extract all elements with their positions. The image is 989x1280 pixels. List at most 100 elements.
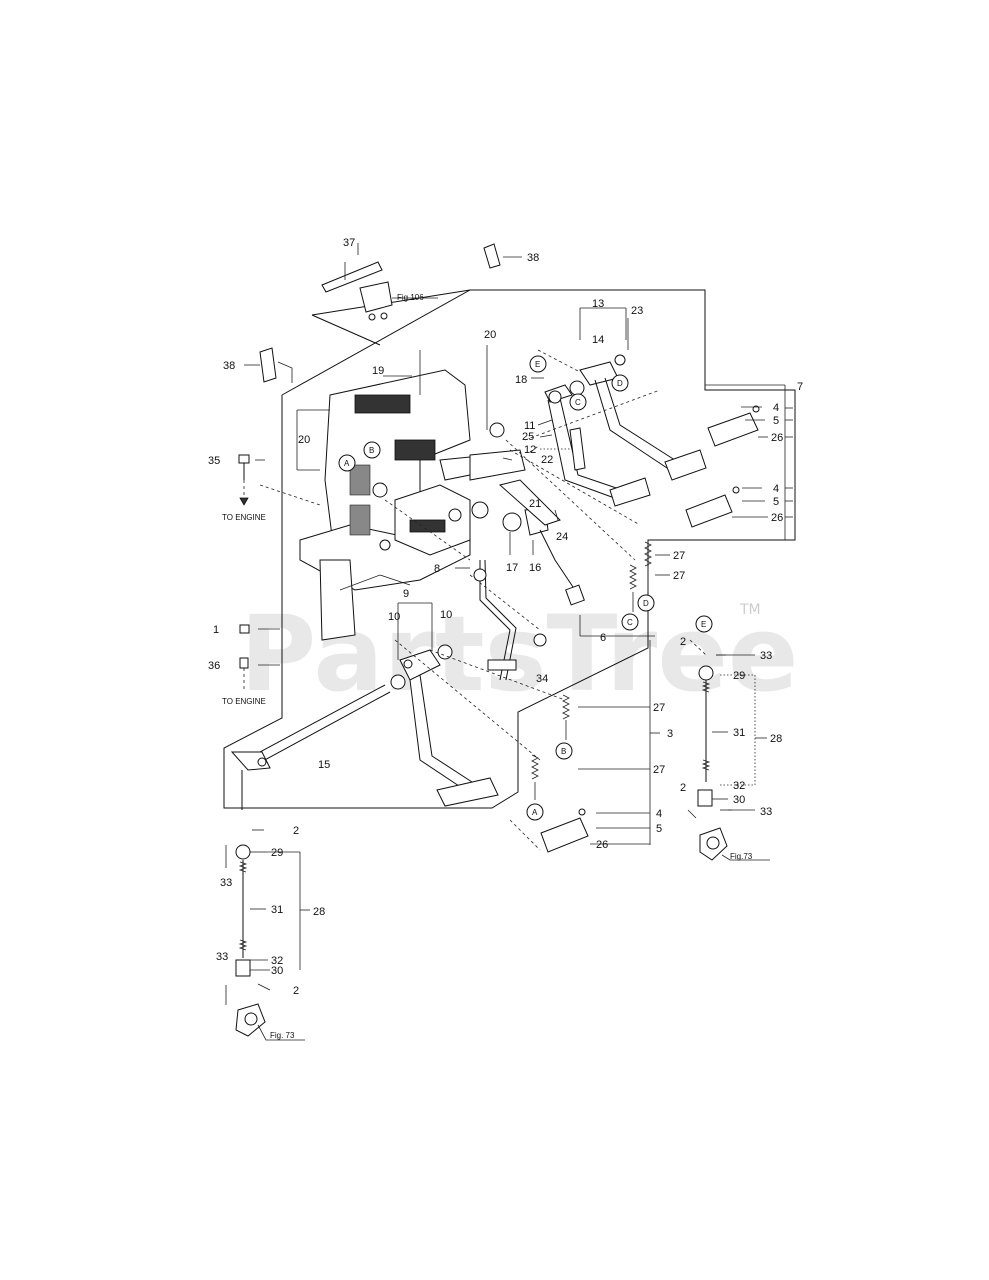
callout-33-left-top: 33 [220, 877, 232, 889]
callout-2-left-low: 2 [293, 985, 299, 997]
callout-33-right-low: 33 [760, 806, 772, 818]
callout-27-b: 27 [673, 570, 685, 582]
callout-27-d: 27 [653, 764, 665, 776]
svg-text:D: D [643, 599, 649, 608]
callout-34: 34 [536, 673, 548, 685]
ref-circle-A2: A [526, 803, 544, 821]
pedal-rod-8 [473, 559, 517, 681]
callout-31-left: 31 [271, 904, 283, 916]
callout-33-left-low: 33 [216, 951, 228, 963]
callout-5-low: 5 [656, 823, 662, 835]
pedal-pair-upper [544, 354, 707, 507]
callout-13: 13 [592, 298, 604, 310]
callout-4-low: 4 [656, 808, 662, 820]
callout-38-left: 38 [223, 360, 235, 372]
callout-11: 11 [524, 420, 535, 432]
brake-pedal-lower [390, 644, 499, 807]
svg-text:C: C [575, 398, 581, 407]
callout-28-left: 28 [313, 906, 325, 918]
callout-2-right-top: 2 [680, 636, 686, 648]
callout-30-left: 30 [271, 965, 283, 977]
callout-10-right: 10 [440, 609, 452, 621]
callout-3: 3 [667, 728, 673, 740]
callout-32-right: 32 [733, 780, 745, 792]
svg-text:A: A [344, 459, 350, 468]
bracket-37 [321, 261, 393, 321]
callout-19: 19 [372, 365, 384, 377]
callout-2-right-low: 2 [680, 782, 686, 794]
pedal-bracket-frame [299, 369, 526, 641]
bolts [238, 454, 250, 690]
grip-38-left [259, 347, 277, 383]
callout-10-left: 10 [388, 611, 400, 623]
callout-7: 7 [797, 381, 803, 393]
callout-9: 9 [403, 588, 409, 600]
leader-lines [244, 243, 793, 1041]
ref-circle-D1: D [611, 374, 629, 392]
callout-2-left-top: 2 [293, 825, 299, 837]
fig106-label: Fig.106 [397, 293, 424, 302]
callout-37: 37 [343, 237, 355, 249]
callout-32-left: 32 [271, 955, 283, 967]
ref-circle-C2: C [621, 613, 639, 631]
callout-5-mid: 5 [773, 496, 779, 508]
callout-24: 24 [556, 531, 568, 543]
callout-26-top: 26 [771, 432, 783, 444]
callout-23: 23 [631, 305, 643, 317]
pedal-pads-26 [540, 405, 760, 853]
callout-33-right-top: 33 [760, 650, 772, 662]
shaft-15 [230, 684, 391, 810]
callout-38-top: 38 [527, 252, 539, 264]
callout-4-mid: 4 [773, 483, 779, 495]
linkage-28-left [225, 829, 271, 1037]
callout-36: 36 [208, 660, 220, 672]
svg-text:B: B [561, 747, 566, 756]
callout-22: 22 [541, 454, 553, 466]
callout-16: 16 [529, 562, 541, 574]
ref-circle-A1: A [338, 454, 356, 472]
callout-26-low: 26 [596, 839, 608, 851]
callout-30-right: 30 [733, 794, 745, 806]
ref-circle-B1: B [363, 441, 381, 459]
callout-4-top: 4 [773, 402, 779, 414]
ref-circle-D2: D [637, 594, 655, 612]
callout-27-c: 27 [653, 702, 665, 714]
callout-14: 14 [592, 334, 604, 346]
lever-16-17 [498, 479, 585, 606]
callout-26-mid: 26 [771, 512, 783, 524]
callout-20-left: 20 [298, 434, 310, 446]
callout-17: 17 [506, 562, 518, 574]
ref-circle-E2: E [695, 615, 713, 633]
ref-circle-E1: E [529, 355, 547, 373]
to-engine-label-2: TO ENGINE [222, 697, 266, 706]
svg-text:C: C [627, 618, 633, 627]
ref-circle-B2: B [555, 742, 573, 760]
callout-15: 15 [318, 759, 330, 771]
callout-29-right: 29 [733, 670, 745, 682]
svg-text:B: B [369, 446, 374, 455]
callout-8: 8 [434, 563, 440, 575]
watermark-trademark: TM [739, 602, 761, 618]
bushing-34 [533, 633, 547, 647]
callout-20-right: 20 [484, 329, 496, 341]
ref-circle-C1: C [569, 393, 587, 411]
fig73-left-label: Fig. 73 [270, 1031, 295, 1040]
svg-text:A: A [532, 808, 538, 817]
callout-6: 6 [600, 632, 606, 644]
callout-28-right: 28 [770, 733, 782, 745]
callout-29-left: 29 [271, 847, 283, 859]
callout-12: 12 [524, 444, 536, 456]
circle-references: A B C D E C D B A E [338, 355, 713, 821]
callout-27-a: 27 [673, 550, 685, 562]
springs-27 [531, 541, 652, 800]
to-engine-label-1: TO ENGINE [222, 513, 266, 522]
grip-38-top [483, 243, 501, 269]
callout-numbers: 37 38 38 19 20 20 13 14 23 18 11 25 12 2… [208, 237, 803, 997]
callout-31-right: 31 [733, 727, 745, 739]
callout-1: 1 [213, 624, 219, 636]
linkage-28-right [687, 654, 732, 861]
callout-18: 18 [515, 374, 527, 386]
callout-5-top: 5 [773, 415, 779, 427]
svg-text:D: D [617, 379, 623, 388]
